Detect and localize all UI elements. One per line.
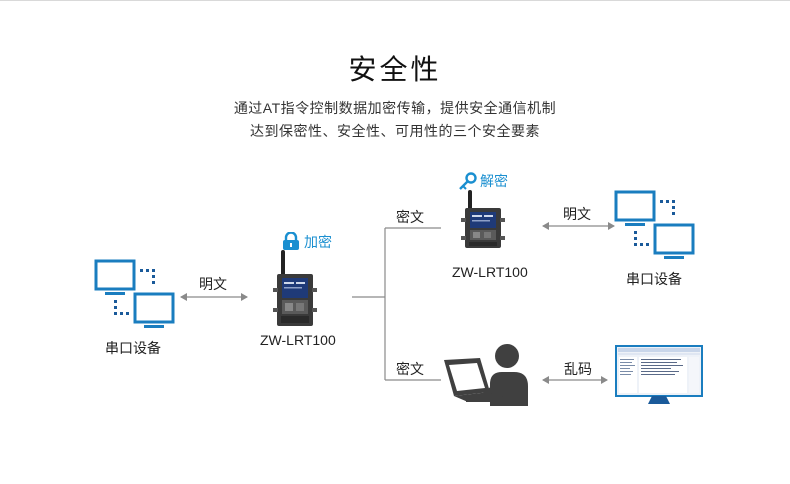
link-left-label: 明文 bbox=[199, 276, 227, 292]
intruder-laptop-icon bbox=[444, 344, 528, 406]
subtitle-line-1: 通过AT指令控制数据加密传输，提供安全通信机制 bbox=[233, 100, 557, 116]
link-bottom-right-label: 乱码 bbox=[564, 361, 592, 377]
modem-top-device bbox=[461, 190, 505, 248]
modem-center-label: ZW-LRT100 bbox=[260, 332, 336, 348]
right-serial-devices-icon bbox=[614, 190, 695, 259]
left-device-label: 串口设备 bbox=[105, 340, 161, 356]
right-device-label: 串口设备 bbox=[626, 271, 682, 287]
top-divider bbox=[0, 0, 790, 1]
link-top-right-label: 明文 bbox=[563, 206, 591, 222]
lock-icon bbox=[283, 232, 299, 250]
subtitle-line-2: 达到保密性、安全性、可用性的三个安全要素 bbox=[250, 123, 540, 139]
modem-center-device bbox=[273, 250, 317, 326]
branch-bottom-label: 密文 bbox=[396, 361, 424, 377]
page-title: 安全性 bbox=[348, 54, 442, 85]
modem-center-badge: 加密 bbox=[304, 234, 332, 250]
branch-top-label: 密文 bbox=[396, 209, 424, 225]
left-serial-devices-icon bbox=[94, 259, 175, 328]
modem-top-label: ZW-LRT100 bbox=[452, 264, 528, 280]
modem-top-badge: 解密 bbox=[480, 173, 508, 189]
key-icon bbox=[459, 172, 477, 190]
garbled-monitor-icon bbox=[615, 345, 703, 404]
